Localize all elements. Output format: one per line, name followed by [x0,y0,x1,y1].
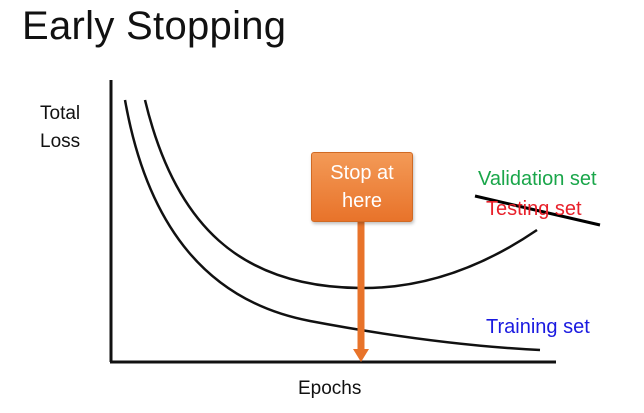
training-curve [123,99,541,352]
stop-here-callout: Stop at here [311,152,413,222]
stop-arrow-head [353,349,369,362]
stop-callout-line1: Stop at [330,162,394,184]
slide-title: Early Stopping [22,4,287,48]
testing-set-label: Testing set [486,198,582,220]
y-axis-label-line2: Loss [40,131,81,152]
x-axis-label: Epochs [298,378,362,399]
stop-callout-line2: here [341,190,382,212]
testing-strike-line [474,194,601,227]
validation-curve [143,99,538,290]
y-axis-label-line1: Total [40,103,81,124]
y-axis-label: Total Loss [40,100,80,156]
validation-set-label: Validation set [478,168,597,190]
training-set-label: Training set [486,316,590,338]
